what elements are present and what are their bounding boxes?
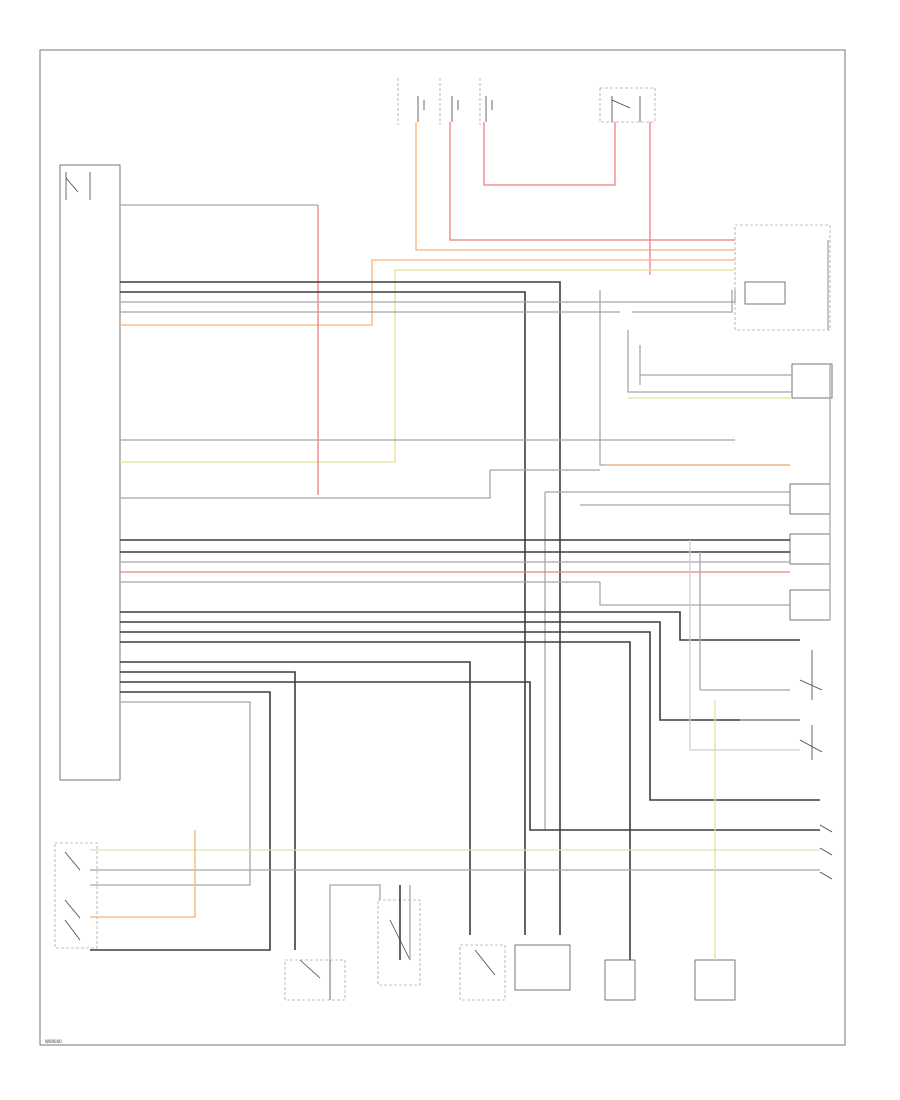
wire-30 <box>599 582 790 606</box>
bottom-component-1 <box>284 959 346 1001</box>
wire-16 <box>627 330 792 393</box>
fuse-block <box>397 78 493 125</box>
wire-33 <box>120 631 820 801</box>
bottom-component-5 <box>604 959 636 1001</box>
wire-32 <box>120 621 800 721</box>
module-switch <box>65 172 91 200</box>
bottom-component-6 <box>694 959 736 1001</box>
bottom-component-3 <box>459 944 506 1001</box>
right-module-3 <box>789 533 831 565</box>
right-switch-2 <box>799 725 823 760</box>
wire-21 <box>120 469 600 499</box>
right-switch-1 <box>799 650 823 700</box>
ignition-switch <box>599 87 656 123</box>
wire-3 <box>483 122 616 186</box>
clockspring <box>744 281 786 305</box>
bottom-component-2 <box>377 899 421 986</box>
wire-11 <box>120 290 736 303</box>
wire-39 <box>120 681 820 831</box>
wire-10 <box>120 291 526 935</box>
right-connector-block <box>734 224 831 331</box>
wire-44 <box>90 830 196 918</box>
wire-45 <box>329 884 381 960</box>
wire-2 <box>415 122 735 251</box>
right-module-4 <box>789 589 831 621</box>
wire-1 <box>449 122 735 241</box>
main-control-module <box>59 164 121 781</box>
wire-group <box>90 122 831 960</box>
wire-9 <box>120 281 561 935</box>
wire-40 <box>90 691 271 951</box>
bottom-component-4 <box>514 944 571 991</box>
wire-41 <box>90 701 251 886</box>
diagram-frame <box>39 49 846 1046</box>
right-module-2 <box>789 483 831 515</box>
footer-code: W00000 <box>45 1039 62 1044</box>
left-switch-assembly <box>54 842 98 949</box>
wire-37 <box>120 661 471 935</box>
wire-35 <box>689 540 800 751</box>
right-module-1 <box>791 363 833 399</box>
left-switches <box>64 851 81 941</box>
wire-34 <box>120 641 631 960</box>
wire-31 <box>120 611 800 641</box>
wire-6 <box>120 269 735 463</box>
wire-38 <box>120 671 296 950</box>
right-contacts <box>819 824 833 880</box>
wire-15 <box>632 290 733 313</box>
